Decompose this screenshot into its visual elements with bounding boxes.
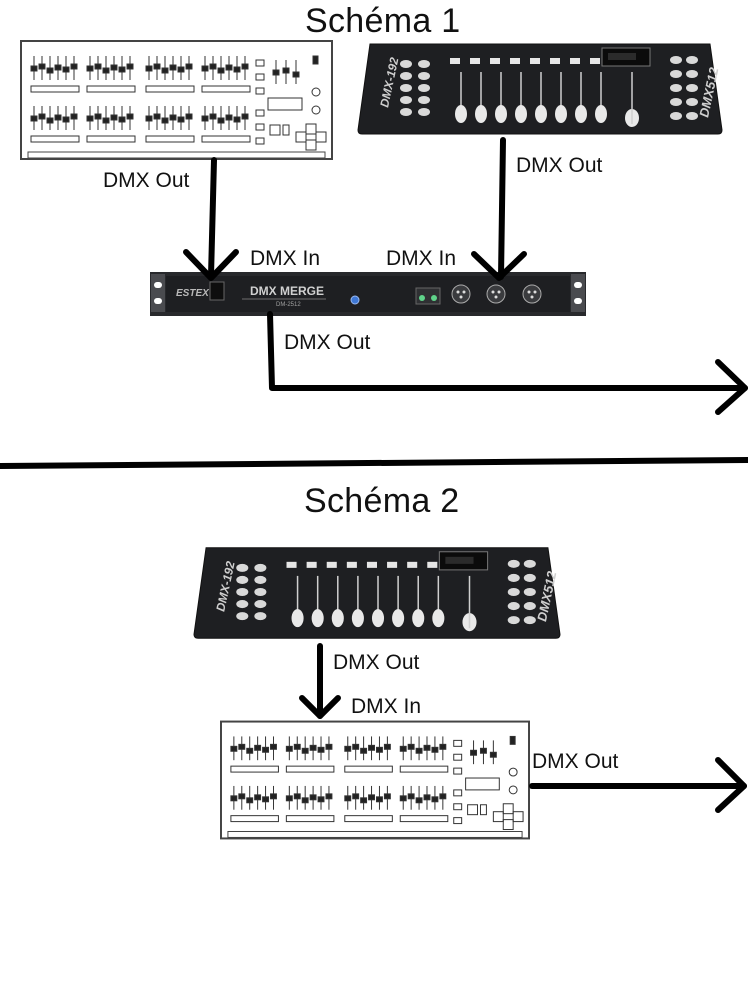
label-dmx-out-console2: DMX Out bbox=[532, 750, 619, 773]
cable-merge-out bbox=[267, 311, 748, 391]
merge-name: DMX MERGE bbox=[250, 284, 324, 298]
label-dmx-in-console2: DMX In bbox=[351, 695, 422, 718]
arrowhead-controller2 bbox=[299, 695, 341, 719]
label-dmx-out-controller1: DMX Out bbox=[516, 154, 603, 177]
schema1-title: Schéma 1 bbox=[305, 2, 461, 40]
cable-controller1-to-merge bbox=[498, 137, 506, 280]
label-dmx-out-controller2: DMX Out bbox=[333, 651, 420, 674]
label-dmx-out-console1: DMX Out bbox=[103, 169, 190, 192]
arrowhead-merge-out bbox=[715, 359, 748, 415]
lighting-console-2 bbox=[220, 720, 530, 840]
arrowhead-console2-out bbox=[715, 757, 747, 813]
label-dmx-out-merge: DMX Out bbox=[284, 331, 371, 354]
section-divider bbox=[0, 457, 748, 469]
arrowhead-console1 bbox=[183, 249, 239, 281]
label-dmx-in-right: DMX In bbox=[386, 247, 457, 270]
dmx-controller-1: DMX-192 DMX512 bbox=[357, 43, 723, 135]
merge-model: DM-2512 bbox=[276, 302, 301, 308]
merge-brand: ESTEX bbox=[176, 288, 210, 299]
dmx-merge-unit: ESTEX DMX MERGE DM-2512 bbox=[150, 272, 586, 316]
lighting-console-1 bbox=[20, 40, 333, 160]
cable-console1-to-merge bbox=[208, 157, 217, 279]
dmx-controller-2: DMX-192 DMX512 bbox=[193, 547, 561, 639]
label-dmx-in-left: DMX In bbox=[250, 247, 321, 270]
arrowhead-controller1 bbox=[471, 251, 527, 281]
schema2-title: Schéma 2 bbox=[304, 482, 460, 520]
